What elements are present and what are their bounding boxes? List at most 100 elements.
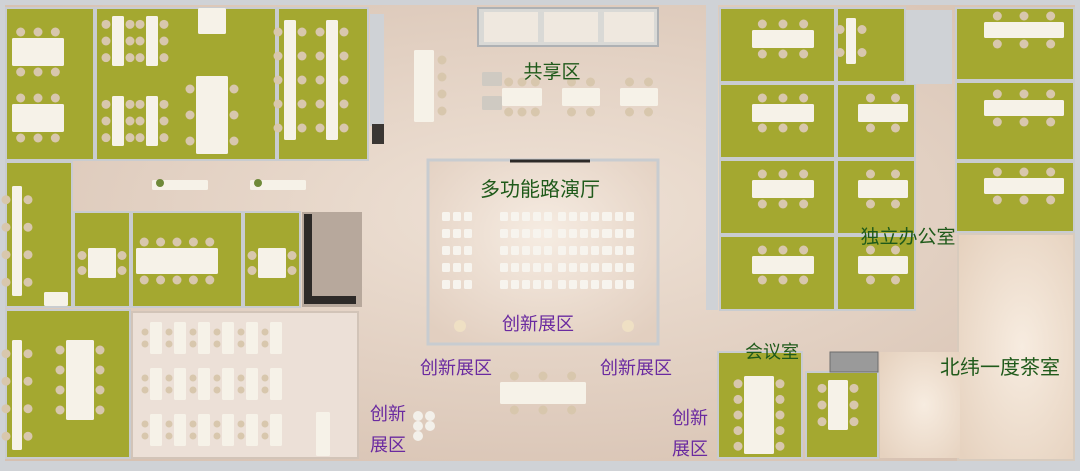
seat [604,229,612,238]
desk [984,178,1064,194]
chair [992,167,1002,177]
chair [189,420,197,428]
chair [835,48,845,57]
seat [533,212,541,221]
seat [464,263,472,272]
chair [1019,117,1029,127]
desk [66,340,94,420]
desk [88,248,116,278]
chair [273,123,283,133]
chair [437,106,447,116]
chair [437,89,447,99]
seat [442,246,450,255]
round-table [622,320,634,332]
desk [174,322,186,354]
chair [95,365,105,375]
chair [757,19,767,29]
chair [757,49,767,59]
label-innovation-right: 创新展区 [600,358,672,379]
chair [165,432,173,440]
chair [530,77,540,87]
seat [604,212,612,221]
office-far-right-3 [955,161,1075,233]
chair [799,19,809,29]
chair [1046,117,1056,127]
chair [1046,167,1056,177]
chair [817,417,827,427]
chair [1,349,11,359]
seat [533,229,541,238]
wall-right [1075,0,1080,471]
seat [511,212,519,221]
chair [16,67,26,77]
booth-3 [604,12,654,42]
chair [586,107,595,117]
desk [744,376,774,454]
seat [615,280,623,289]
chair [504,107,514,117]
desk [270,322,282,354]
desk [198,322,210,354]
chair [644,77,653,87]
desk [112,16,124,66]
chair [799,123,809,133]
seat [626,246,634,255]
labels: 共享区 多功能路演厅 独立办公室 会议室 北纬一度茶室 创新展区 创新展区 创新… [370,61,1060,460]
seat [569,246,577,255]
desk [502,88,542,106]
chair [23,404,33,414]
seat [522,280,530,289]
seat [522,246,530,255]
desk [620,88,658,106]
desk [270,414,282,446]
seat [615,229,623,238]
chair [733,394,743,404]
chair [165,386,173,394]
desk [12,186,22,296]
round-table [538,320,550,332]
chair [287,266,297,275]
desk [752,30,814,48]
desk [150,414,162,446]
chair [1046,11,1056,21]
chair [315,75,325,85]
chair [891,245,900,255]
chair [733,441,743,451]
chair [775,379,785,389]
stool [413,421,423,431]
chair [778,93,788,103]
chair [992,39,1002,49]
desk [828,380,848,430]
chair [16,93,26,103]
label-innovation-left: 创新展区 [420,358,492,379]
label-independent-office: 独立办公室 [860,226,955,248]
chair [156,237,166,247]
chair [172,275,182,285]
desk [198,8,226,34]
chair [125,116,135,126]
chair [23,222,33,232]
chair [567,107,576,117]
chair [775,426,785,436]
seat [464,229,472,238]
seat [544,280,552,289]
wall-dark-block [372,124,384,144]
chair [189,328,197,336]
seat [533,246,541,255]
desk [562,88,600,106]
chair [538,371,548,381]
chair [891,199,900,209]
chair [778,245,788,255]
booth-2 [544,12,598,42]
chair [261,374,269,382]
chair [101,36,111,46]
seat [453,246,461,255]
chair [159,36,169,46]
chair [757,123,767,133]
chair [757,199,767,209]
chair [117,251,127,260]
plant [156,179,164,187]
chair [297,51,307,61]
chair [1046,39,1056,49]
